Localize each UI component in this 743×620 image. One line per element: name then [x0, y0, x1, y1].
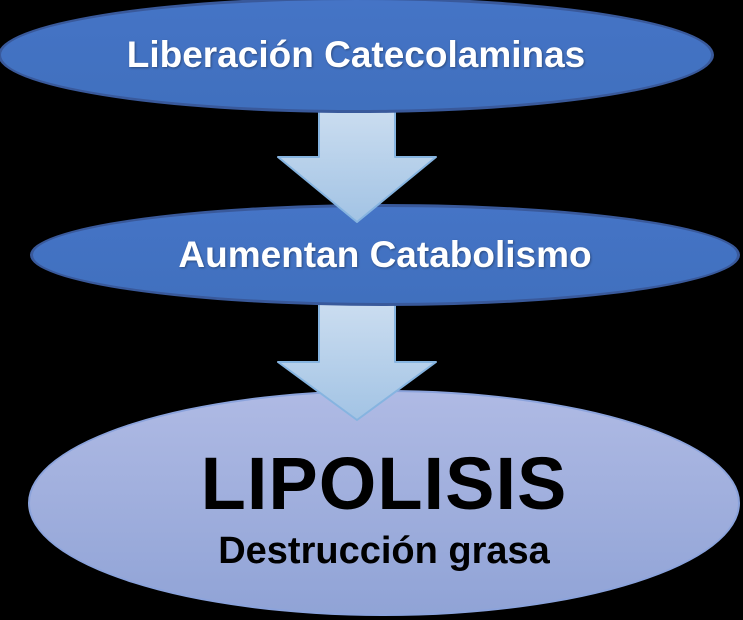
ellipse-lipolisis: LIPOLISIS Destrucción grasa	[28, 390, 740, 616]
down-arrow-2-icon	[277, 295, 437, 421]
lipolisis-subtitle: Destrucción grasa	[218, 530, 550, 572]
lipolisis-title: LIPOLISIS	[200, 442, 568, 525]
liberacion-catecolaminas-label: Liberación Catecolaminas	[126, 34, 586, 75]
ellipse-aumentan-catabolismo: Aumentan Catabolismo	[30, 204, 740, 306]
down-arrow-1-icon	[277, 100, 437, 223]
ellipse-liberacion-catecolaminas: Liberación Catecolaminas	[0, 0, 714, 113]
aumentan-catabolismo-label: Aumentan Catabolismo	[178, 234, 592, 275]
